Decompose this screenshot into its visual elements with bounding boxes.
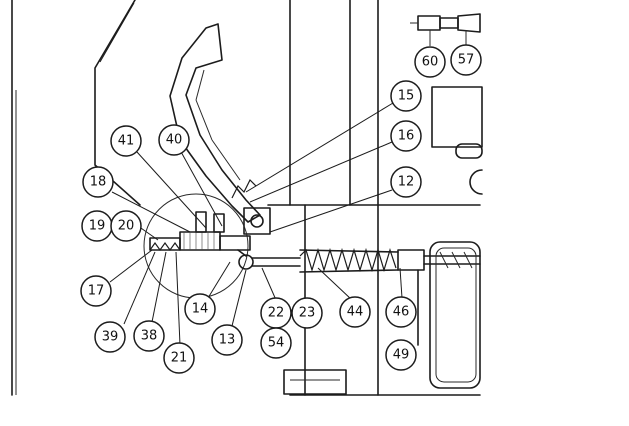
svg-text:14: 14 xyxy=(192,302,209,317)
callout-60: 60 xyxy=(414,46,446,78)
svg-text:44: 44 xyxy=(347,305,364,320)
callout-23: 23 xyxy=(291,297,323,329)
callout-46: 46 xyxy=(385,296,417,328)
svg-text:41: 41 xyxy=(118,134,135,149)
svg-text:38: 38 xyxy=(141,329,158,344)
callout-14: 14 xyxy=(184,293,216,325)
callout-22: 22 xyxy=(260,297,292,329)
svg-text:40: 40 xyxy=(166,133,183,148)
svg-text:60: 60 xyxy=(422,55,439,70)
svg-text:49: 49 xyxy=(393,348,410,363)
svg-text:18: 18 xyxy=(90,175,107,190)
callout-57: 57 xyxy=(450,44,482,76)
callout-41: 41 xyxy=(110,125,142,157)
callout-13: 13 xyxy=(211,324,243,356)
svg-text:23: 23 xyxy=(299,306,316,321)
leader-lines xyxy=(99,2,419,346)
master-cylinder xyxy=(143,193,254,299)
pedal-lever xyxy=(169,23,271,235)
push-rod-bellows xyxy=(251,241,481,389)
callout-19: 19 xyxy=(81,210,113,242)
callout-44: 44 xyxy=(339,296,371,328)
callout-16: 16 xyxy=(390,120,422,152)
svg-text:21: 21 xyxy=(171,351,188,366)
callout-39: 39 xyxy=(94,321,126,353)
callout-17: 17 xyxy=(80,275,112,307)
svg-text:19: 19 xyxy=(89,219,106,234)
callout-49: 49 xyxy=(385,339,417,371)
callout-21: 21 xyxy=(163,342,195,374)
callout-38: 38 xyxy=(133,320,165,352)
svg-text:17: 17 xyxy=(88,284,105,299)
callout-18: 18 xyxy=(82,166,114,198)
svg-text:12: 12 xyxy=(398,175,415,190)
callout-12: 12 xyxy=(390,166,422,198)
svg-text:22: 22 xyxy=(268,306,285,321)
svg-text:16: 16 xyxy=(398,129,415,144)
callout-54: 54 xyxy=(260,327,292,359)
svg-text:46: 46 xyxy=(393,305,410,320)
svg-text:54: 54 xyxy=(268,336,285,351)
svg-text:57: 57 xyxy=(458,53,475,68)
callout-20: 20 xyxy=(110,210,142,242)
svg-text:13: 13 xyxy=(219,333,236,348)
callout-40: 40 xyxy=(158,124,190,156)
svg-text:39: 39 xyxy=(102,330,119,345)
svg-text:15: 15 xyxy=(398,89,415,104)
housing-outline xyxy=(11,0,481,396)
callout-15: 15 xyxy=(390,80,422,112)
fitting-detail xyxy=(410,13,483,195)
svg-text:20: 20 xyxy=(118,219,135,234)
